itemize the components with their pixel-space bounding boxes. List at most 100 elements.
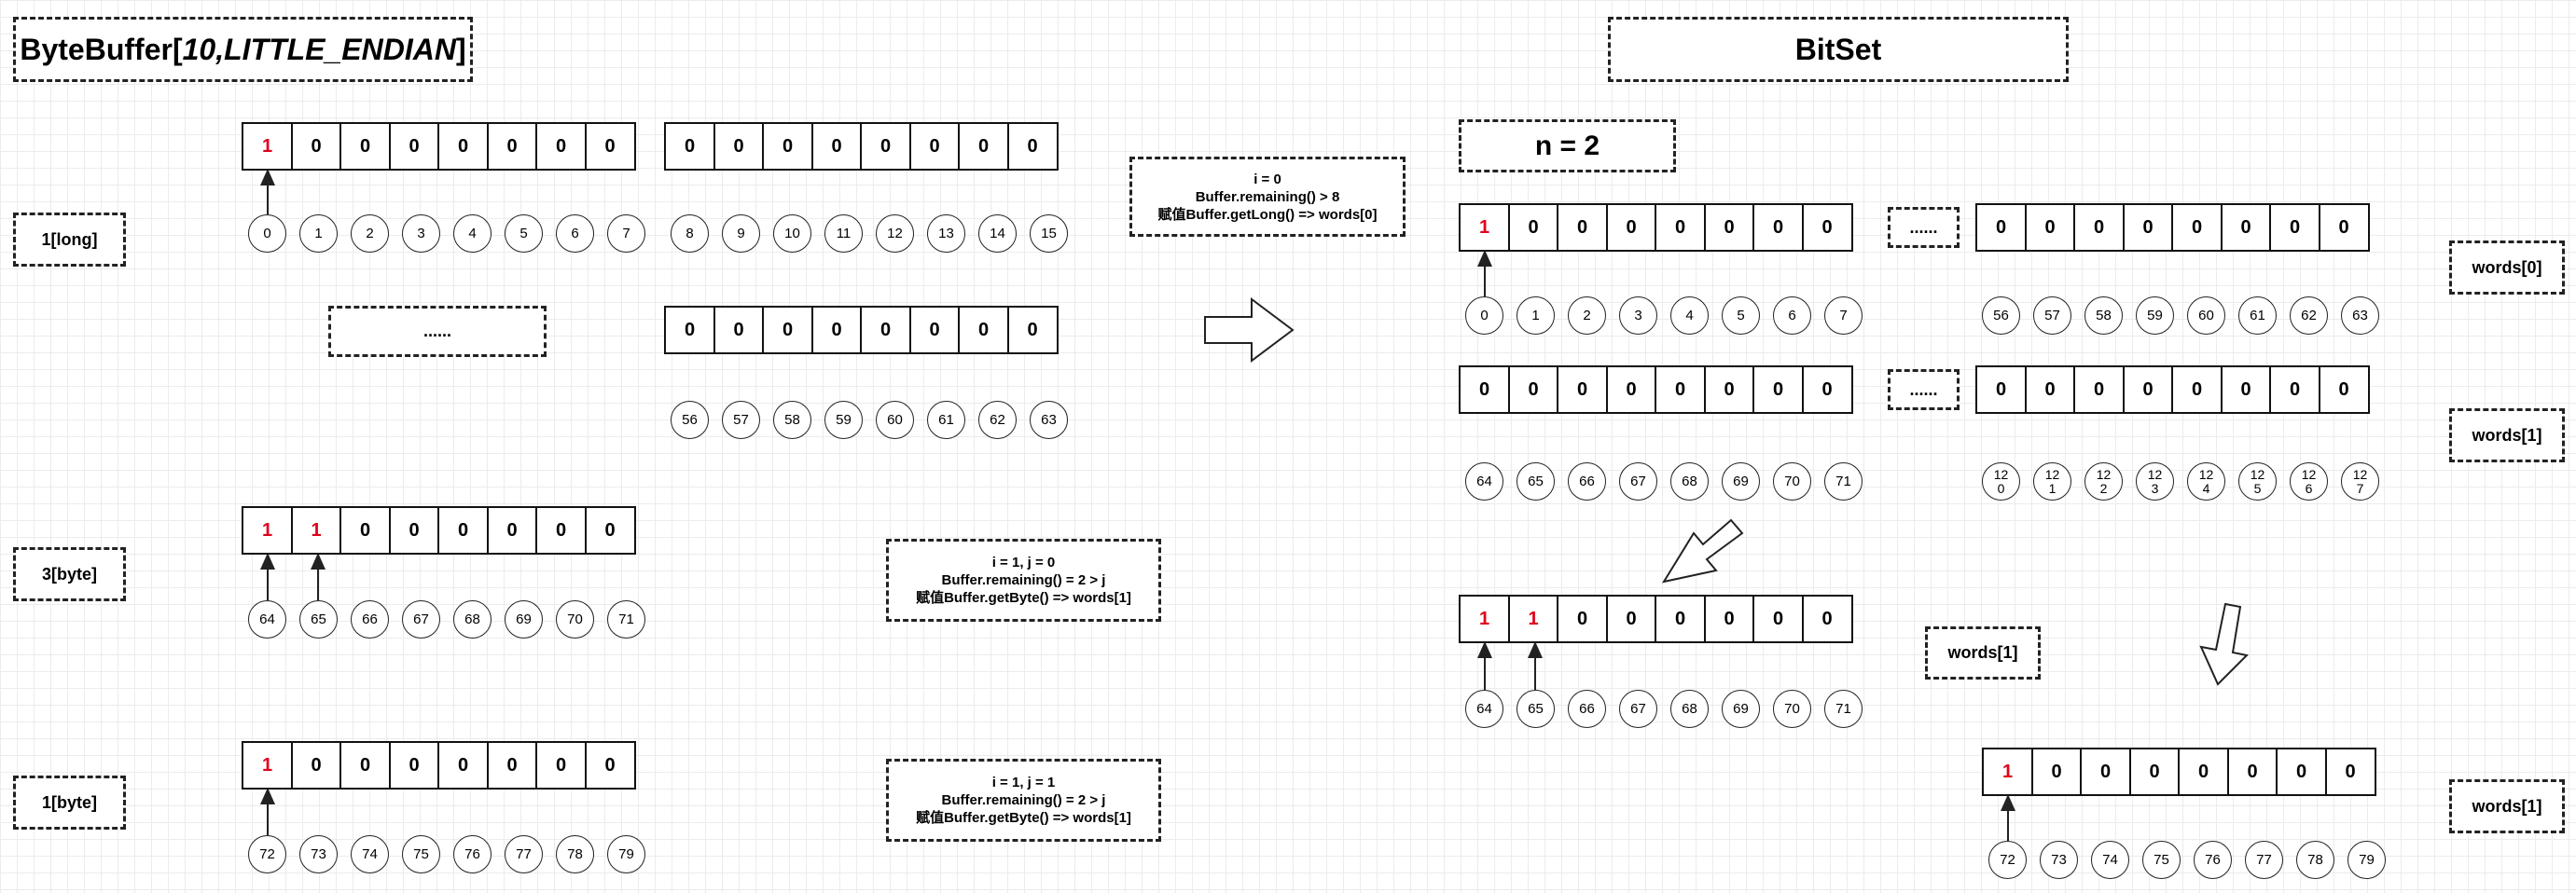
bit-cell: 0 [713, 122, 765, 171]
bit-cell: 0 [1655, 595, 1706, 643]
index-circle: 73 [299, 835, 338, 873]
index-circle: 78 [556, 835, 594, 873]
index-circle: 78 [2296, 841, 2334, 879]
bit-cell: 0 [2024, 203, 2076, 252]
index-circle: 15 [1030, 214, 1068, 253]
bit-cell: 0 [2128, 748, 2181, 796]
index-circle: 77 [505, 835, 543, 873]
index-circle: 69 [1722, 462, 1760, 501]
index-circle: 56 [671, 401, 709, 439]
index-circle: 65 [1517, 690, 1555, 728]
index-circle: 79 [607, 835, 645, 873]
bit-cell: 0 [1703, 595, 1755, 643]
bit-cell: 0 [1605, 595, 1657, 643]
index-circle: 56 [1982, 296, 2020, 335]
index-circle: 62 [978, 401, 1017, 439]
index-circle: 5 [1722, 296, 1760, 335]
index-circle: 62 [2290, 296, 2328, 335]
index-circle: 68 [1670, 690, 1709, 728]
bit-cell: 0 [535, 741, 587, 790]
bit-cell: 0 [1655, 365, 1706, 414]
index-circle: 66 [351, 600, 389, 639]
note-i1-j1-line3: 赋值Buffer.getByte() => words[1] [916, 810, 1131, 826]
bit-cell: 0 [2178, 748, 2229, 796]
bit-cell: 0 [2024, 365, 2076, 414]
big-arrow-right-icon [1204, 297, 1295, 363]
index-circle: 70 [556, 600, 594, 639]
bit-cell: 0 [762, 306, 813, 354]
index-circle: 71 [1824, 690, 1863, 728]
note-i1-j1: i = 1, j = 1 Buffer.remaining() = 2 > j … [886, 759, 1161, 842]
note-i0: i = 0 Buffer.remaining() > 8 赋值Buffer.ge… [1129, 157, 1406, 237]
bit-cell: 0 [664, 122, 715, 171]
bit-cell: 0 [437, 122, 489, 171]
index-circle: 65 [1517, 462, 1555, 501]
bit-cell: 0 [2269, 365, 2320, 414]
bit-cell: 0 [486, 122, 538, 171]
note-i1-j0-line3: 赋值Buffer.getByte() => words[1] [916, 590, 1131, 606]
bit-cell: 0 [388, 122, 440, 171]
index-circle: 14 [978, 214, 1017, 253]
index-circle: 64 [248, 600, 286, 639]
note-i1-j0: i = 1, j = 0 Buffer.remaining() = 2 > j … [886, 539, 1161, 622]
bit-cell: 0 [584, 122, 636, 171]
index-circle: 67 [1619, 690, 1657, 728]
note-i1-j1-line1: i = 1, j = 1 [991, 775, 1056, 790]
label-1-long: 1[long] [13, 213, 126, 267]
index-circle: 60 [2187, 296, 2225, 335]
bit-cell: 0 [290, 122, 342, 171]
words1-label-b: words[1] [1925, 626, 2041, 680]
index-circle: 63 [2341, 296, 2379, 335]
index-circle: 74 [2091, 841, 2129, 879]
bit-cell: 0 [1752, 365, 1804, 414]
index-circle: 64 [1465, 462, 1503, 501]
bit-cell: 0 [2276, 748, 2327, 796]
bit-cell: 0 [1006, 122, 1059, 171]
index-circle: 70 [1773, 690, 1811, 728]
index-circle: 0 [1465, 296, 1503, 335]
index-circle: 2 [351, 214, 389, 253]
index-circle: 59 [824, 401, 863, 439]
index-circle: 72 [248, 835, 286, 873]
bit-cell: 0 [2269, 203, 2320, 252]
bit-cell: 0 [388, 741, 440, 790]
bit-cell: 0 [1703, 203, 1755, 252]
bit-cell: 0 [1801, 203, 1853, 252]
bit-cell: 0 [2318, 203, 2370, 252]
bytebuffer-title: ByteBuffer[10,LITTLE_ENDIAN] [13, 17, 473, 82]
bit-cell: 0 [958, 306, 1009, 354]
index-circle: 76 [453, 835, 492, 873]
index-circle: 1 [1517, 296, 1555, 335]
bit-cell: 0 [1605, 203, 1657, 252]
bit-cell: 0 [1975, 203, 2027, 252]
index-circle: 68 [453, 600, 492, 639]
index-circle: 75 [2142, 841, 2181, 879]
bytebuffer-title-args: 10,LITTLE_ENDIAN [182, 32, 456, 66]
bit-cell: 0 [535, 122, 587, 171]
index-circle: 7 [607, 214, 645, 253]
bit-cell: 0 [1752, 203, 1804, 252]
n-label: n = 2 [1459, 119, 1676, 172]
index-circle: 58 [773, 401, 811, 439]
index-circle: 3 [402, 214, 440, 253]
index-circle: 8 [671, 214, 709, 253]
index-circle: 11 [824, 214, 863, 253]
index-circle: 71 [607, 600, 645, 639]
bit-cell: 0 [339, 122, 391, 171]
bit-cell: 0 [713, 306, 765, 354]
index-circle: 66 [1568, 690, 1606, 728]
bit-cell: 0 [2318, 365, 2370, 414]
